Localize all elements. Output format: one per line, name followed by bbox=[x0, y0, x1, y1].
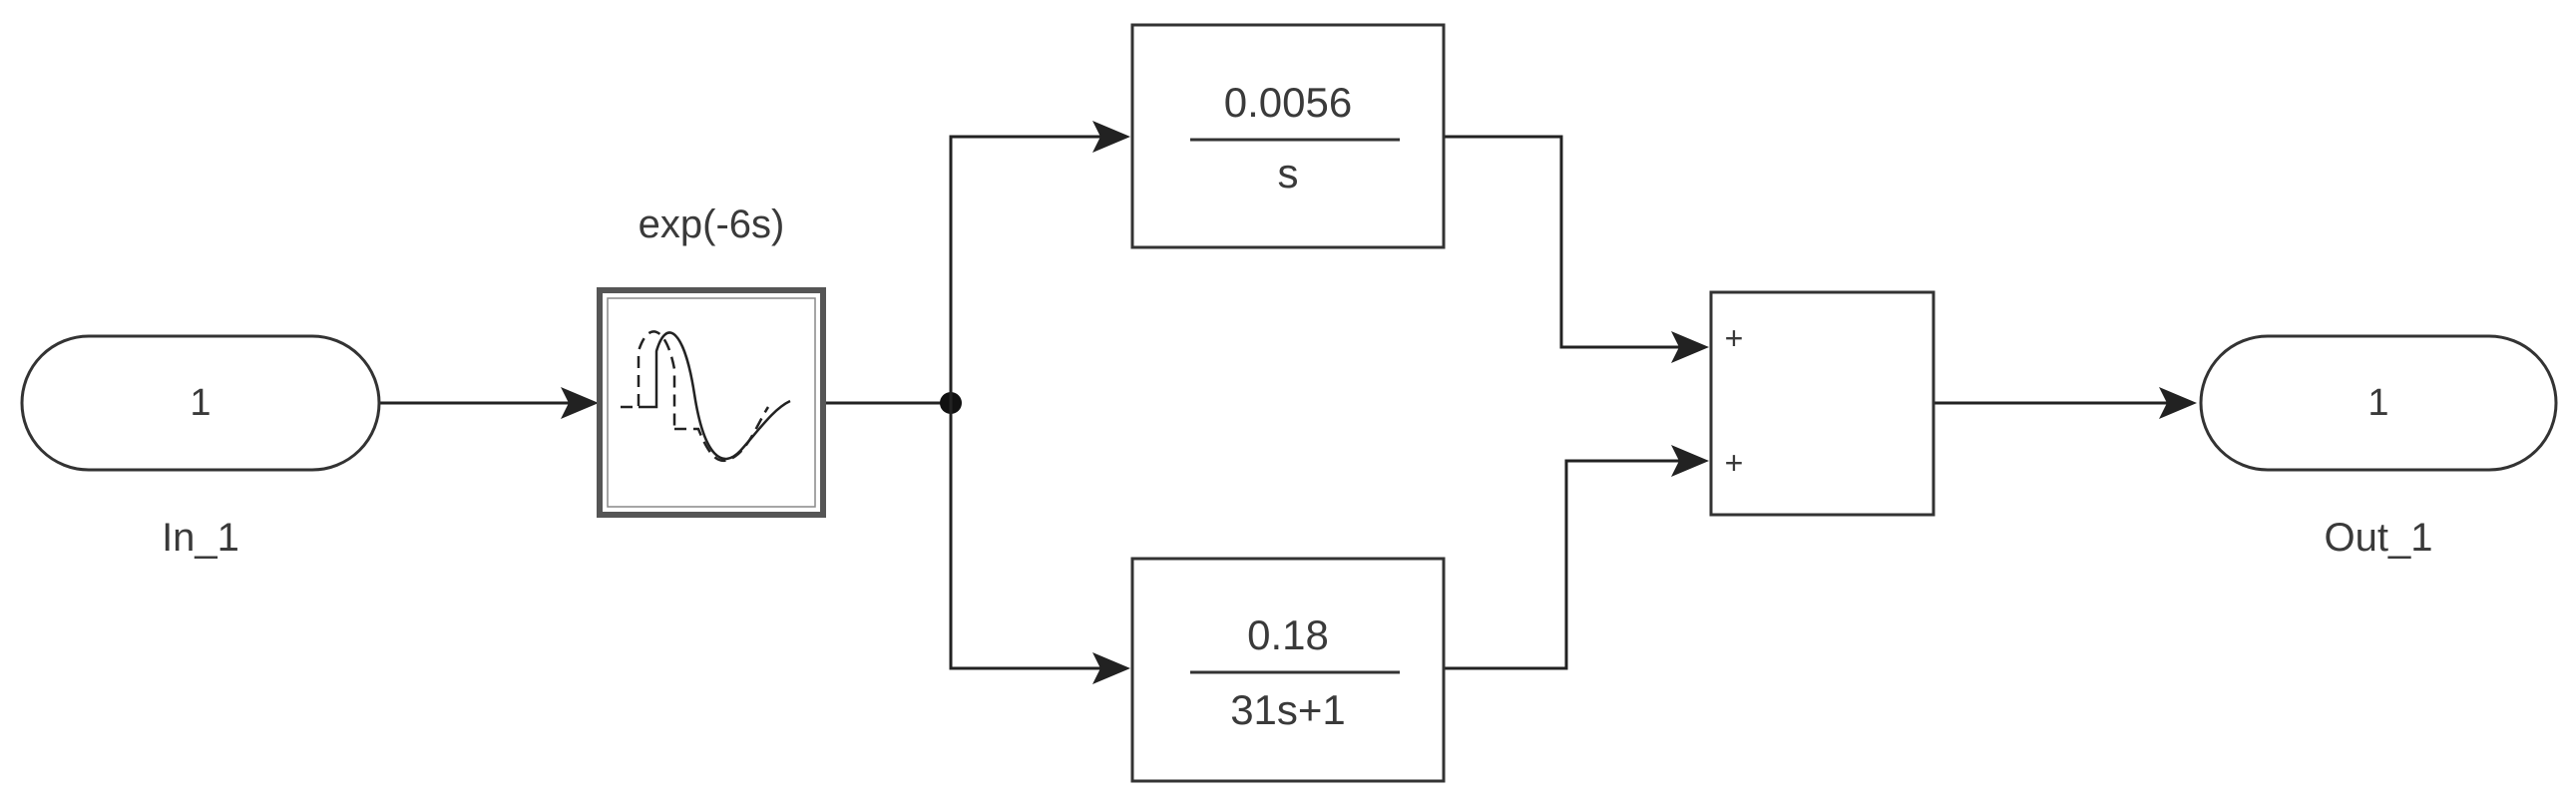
wire-first-order-to-sum bbox=[1445, 459, 1688, 670]
outport-number: 1 bbox=[2367, 382, 2388, 424]
outport-name: Out_1 bbox=[2325, 516, 2433, 560]
wire-branch-to-first-order bbox=[949, 403, 1109, 670]
wires bbox=[377, 121, 2197, 684]
transport-delay-icon bbox=[621, 330, 791, 463]
first-order-denominator: 31s+1 bbox=[1230, 686, 1346, 733]
wire-branch-to-integrator bbox=[949, 135, 1109, 403]
arrowhead-first-order-input bbox=[1092, 652, 1130, 684]
arrowhead-integrator-input bbox=[1092, 121, 1130, 153]
inport-name: In_1 bbox=[162, 516, 239, 560]
inport-number: 1 bbox=[190, 382, 211, 424]
sum-sign-bottom: + bbox=[1725, 445, 1744, 481]
integrator-numerator: 0.0056 bbox=[1224, 79, 1352, 126]
sum-block[interactable]: + + bbox=[1709, 290, 1935, 517]
arrowhead-outport-input bbox=[2159, 387, 2197, 419]
arrowhead-delay-input bbox=[561, 387, 599, 419]
integrator-denominator: s bbox=[1278, 150, 1299, 197]
arrowhead-sum-input-top bbox=[1671, 331, 1709, 363]
delay-label: exp(-6s) bbox=[639, 202, 785, 246]
outport-block[interactable]: 1 bbox=[2199, 334, 2558, 472]
first-order-block[interactable]: 0.18 31s+1 bbox=[1130, 557, 1446, 783]
first-order-numerator: 0.18 bbox=[1247, 611, 1329, 658]
arrowhead-sum-input-bottom bbox=[1671, 445, 1709, 477]
sum-sign-top: + bbox=[1725, 320, 1744, 356]
wire-integrator-to-sum bbox=[1445, 135, 1688, 349]
inport-block[interactable]: 1 bbox=[20, 334, 381, 472]
integrator-block[interactable]: 0.0056 s bbox=[1130, 23, 1446, 249]
transport-delay-block[interactable] bbox=[597, 287, 826, 518]
